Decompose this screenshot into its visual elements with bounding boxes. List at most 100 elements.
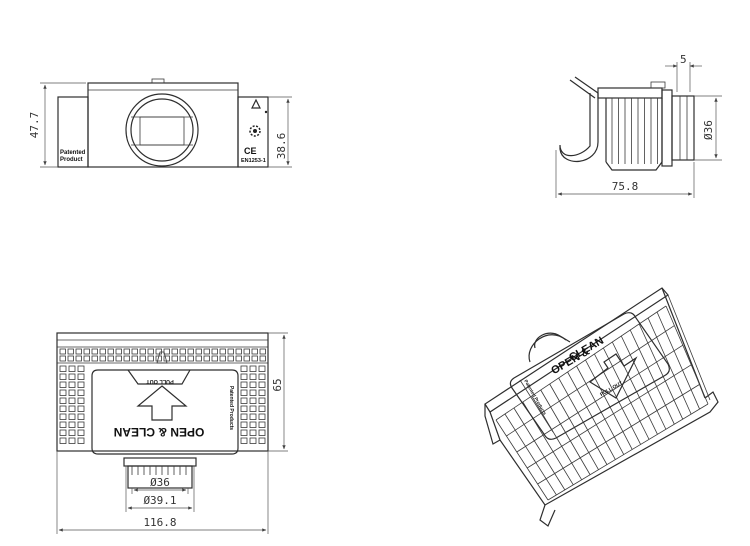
side-dim-flange: 5 bbox=[665, 53, 702, 92]
grille-cell bbox=[68, 437, 76, 444]
front-outlet-inner-ring bbox=[130, 98, 194, 162]
svg-text:Ø39.1: Ø39.1 bbox=[143, 494, 176, 507]
grille-cell bbox=[59, 397, 67, 404]
iso-patent-text: Patented Products bbox=[523, 379, 547, 416]
grille-cell bbox=[259, 348, 266, 355]
grille-cell bbox=[77, 405, 85, 412]
grille-cell bbox=[59, 429, 67, 436]
grille-cell bbox=[59, 348, 66, 355]
grille-cell bbox=[195, 348, 202, 355]
svg-text:Ø36: Ø36 bbox=[150, 476, 170, 489]
grille-cell bbox=[115, 355, 122, 362]
grille-cell bbox=[77, 421, 85, 428]
sun-certification-icon bbox=[249, 125, 261, 137]
side-top-rail bbox=[597, 87, 663, 99]
grille-cell bbox=[258, 381, 266, 388]
iso-grille-bar bbox=[506, 325, 675, 437]
iso-grille-bar bbox=[547, 403, 709, 501]
iso-grille-bar bbox=[495, 419, 549, 501]
grille-cell bbox=[59, 389, 67, 396]
standard-code: EN1253-1 bbox=[241, 158, 266, 164]
top-patent-text: Patented Products bbox=[228, 386, 234, 430]
side-outlet-pipe bbox=[671, 95, 695, 161]
iso-grille-bar bbox=[504, 413, 557, 496]
grille-cell bbox=[195, 355, 202, 362]
grille-cell bbox=[258, 389, 266, 396]
side-grille-ribs bbox=[611, 98, 658, 164]
iso-grille-bar bbox=[665, 305, 709, 405]
grille-cell bbox=[258, 413, 266, 420]
grille-cell bbox=[179, 355, 186, 362]
dot-icon bbox=[264, 110, 268, 114]
grille-cell bbox=[240, 405, 248, 412]
grille-cell bbox=[240, 421, 248, 428]
grille-cell bbox=[83, 355, 90, 362]
grille-cell bbox=[83, 348, 90, 355]
top-dim-diameter-inner: Ø36 bbox=[131, 476, 189, 494]
grille-cell bbox=[235, 348, 242, 355]
grille-cell bbox=[219, 355, 226, 362]
grille-cell bbox=[240, 389, 248, 396]
grille-cell bbox=[249, 373, 257, 380]
grille-cell bbox=[139, 355, 146, 362]
grille-cell bbox=[249, 405, 257, 412]
grille-cell bbox=[155, 348, 162, 355]
grille-cell bbox=[68, 413, 76, 420]
grille-cell bbox=[68, 397, 76, 404]
grille-cell bbox=[77, 413, 85, 420]
side-dim-diameter: Ø36 bbox=[694, 95, 722, 161]
grille-cell bbox=[235, 355, 242, 362]
grille-cell bbox=[99, 355, 106, 362]
iso-outlet-pipe bbox=[534, 332, 571, 349]
grille-cell bbox=[251, 355, 258, 362]
iso-grille-bar bbox=[638, 323, 684, 420]
iso-grille-bar bbox=[594, 353, 641, 445]
svg-text:Ø36: Ø36 bbox=[702, 120, 715, 140]
top-latch bbox=[156, 351, 168, 364]
grille-cell bbox=[77, 365, 85, 372]
grille-cell bbox=[179, 348, 186, 355]
grille-cell bbox=[68, 421, 76, 428]
grille-cell bbox=[91, 348, 98, 355]
grille-cell bbox=[131, 355, 138, 362]
grille-cell bbox=[240, 413, 248, 420]
grille-cell bbox=[115, 348, 122, 355]
iso-grille-bar bbox=[549, 383, 599, 470]
ce-mark: CE bbox=[244, 146, 257, 156]
front-outlet-outer-ring bbox=[125, 93, 199, 167]
grille-cell bbox=[227, 355, 234, 362]
grille-cell bbox=[259, 355, 266, 362]
grille-cell bbox=[91, 355, 98, 362]
grille-cell bbox=[211, 355, 218, 362]
grille-cell bbox=[249, 381, 257, 388]
grille-cell bbox=[123, 348, 130, 355]
top-outlet-pipe bbox=[127, 465, 193, 489]
grille-cell bbox=[68, 373, 76, 380]
grille-cell bbox=[77, 397, 85, 404]
grille-cell bbox=[123, 355, 130, 362]
front-right-tab bbox=[237, 96, 269, 168]
grille-cell bbox=[243, 355, 250, 362]
grille-cell bbox=[240, 397, 248, 404]
grille-cell bbox=[240, 429, 248, 436]
top-cover-plate bbox=[91, 369, 239, 455]
top-pull-label: PULL OUT bbox=[146, 378, 174, 384]
grille-cell bbox=[258, 437, 266, 444]
svg-text:65: 65 bbox=[271, 378, 284, 391]
iso-grille-bar bbox=[567, 371, 616, 460]
grille-cell bbox=[68, 389, 76, 396]
iso-cover-plate bbox=[509, 312, 670, 440]
grille-cell bbox=[67, 355, 74, 362]
grille-cell bbox=[107, 348, 114, 355]
svg-text:47.7: 47.7 bbox=[28, 112, 41, 139]
grille-cell bbox=[59, 437, 67, 444]
iso-arrow-icon bbox=[588, 353, 638, 399]
grille-cell bbox=[68, 381, 76, 388]
side-view: 5 Ø36 75.8 bbox=[555, 53, 722, 198]
grille-cell bbox=[203, 348, 210, 355]
grille-cell bbox=[258, 405, 266, 412]
grille-cell bbox=[251, 348, 258, 355]
iso-grille bbox=[495, 305, 709, 501]
iso-grille-bar bbox=[647, 317, 692, 415]
